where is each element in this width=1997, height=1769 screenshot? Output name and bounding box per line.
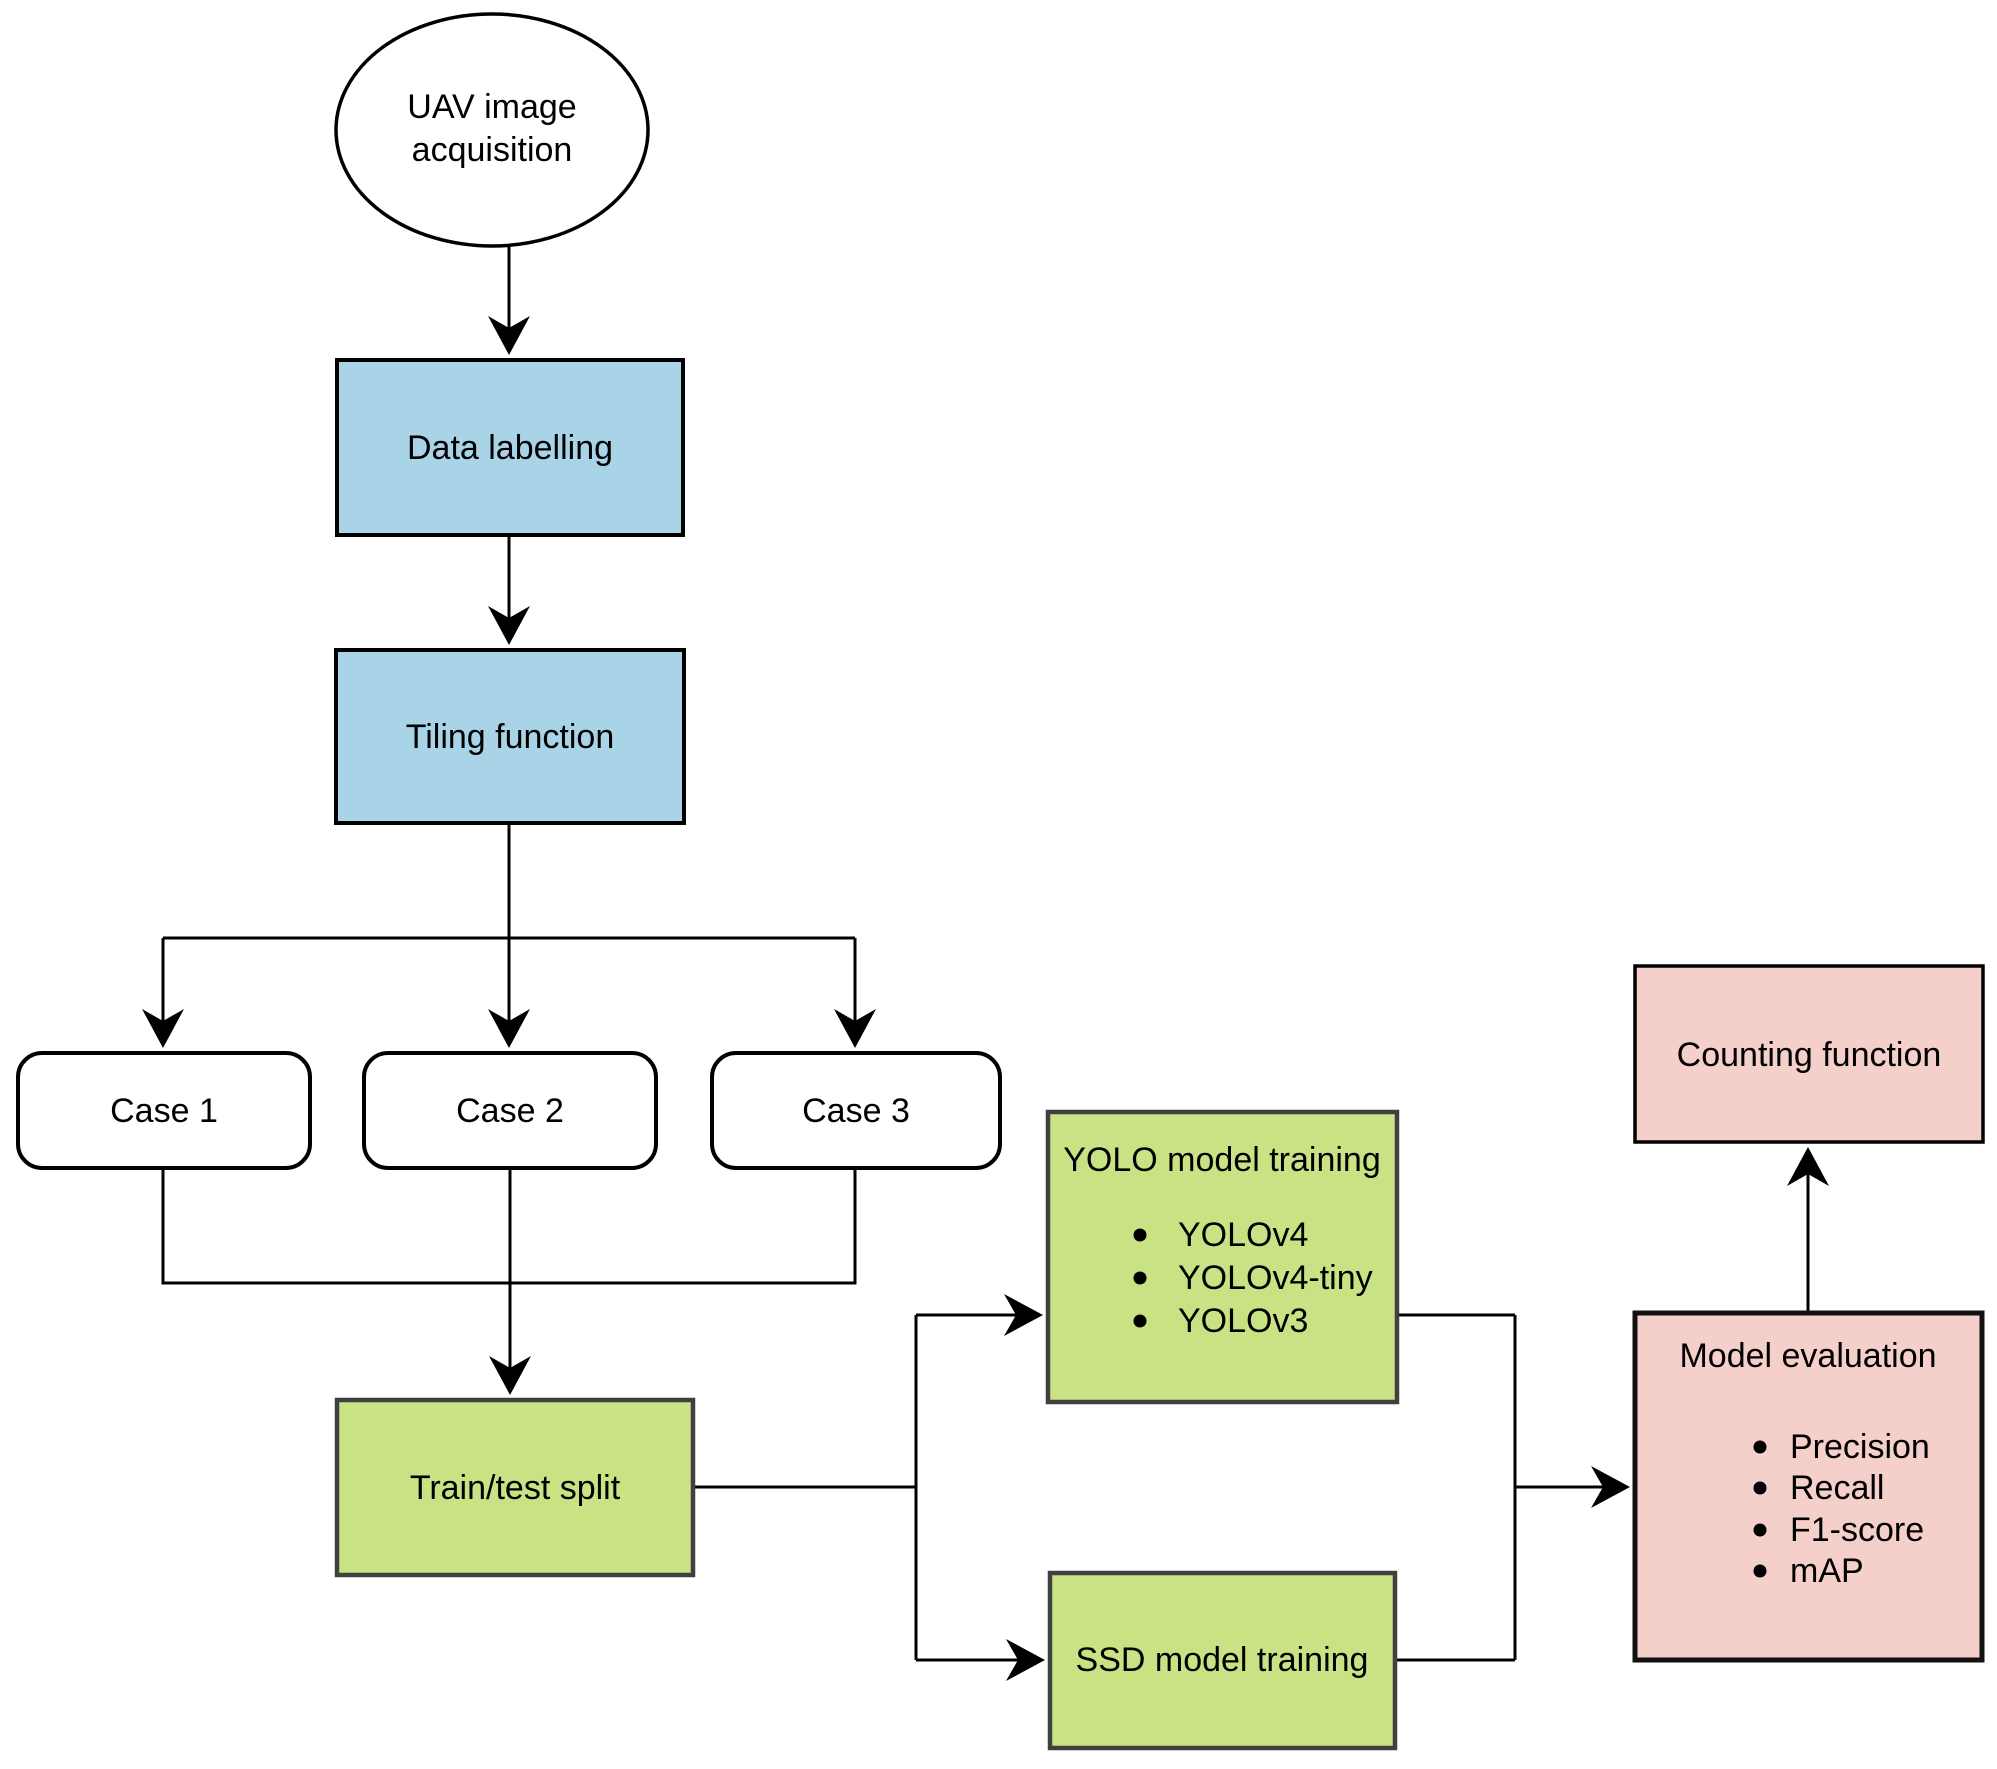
ssd-model-training-box (1047, 1570, 1398, 1751)
counting-function-label: Counting function (1677, 1036, 1942, 1074)
node-counting-function: Counting function (1633, 964, 1985, 1144)
bullet-dot (1133, 1314, 1147, 1328)
node-case-3: Case 3 (710, 1051, 1002, 1170)
eval-item-f1-score: F1-score (1790, 1511, 1924, 1549)
node-data-labelling: Data labelling (335, 358, 685, 537)
bullet-dot (1753, 1564, 1767, 1578)
case-2-box (362, 1051, 658, 1170)
node-model-evaluation: Model evaluation Precision Recall F1-sco… (1632, 1310, 1985, 1663)
eval-item-precision: Precision (1790, 1428, 1930, 1466)
yolo-item-yolov4-tiny: YOLOv4-tiny (1178, 1259, 1373, 1297)
bullet-dot (1133, 1228, 1147, 1242)
eval-item-recall: Recall (1790, 1469, 1884, 1507)
bullet-dot (1753, 1523, 1767, 1537)
counting-function-box (1633, 964, 1985, 1144)
yolo-model-training-title: YOLO model training (1063, 1141, 1381, 1179)
bullet-dot (1753, 1440, 1767, 1454)
node-ssd-model-training: SSD model training (1047, 1570, 1398, 1751)
model-evaluation-title: Model evaluation (1679, 1337, 1936, 1375)
node-uav-image-acquisition: UAV image acquisition (334, 12, 650, 248)
node-case-2: Case 2 (362, 1051, 658, 1170)
connectors (142, 246, 1829, 1681)
node-case-1: Case 1 (16, 1051, 312, 1170)
case-1-label: Case 1 (110, 1092, 218, 1130)
ssd-model-training-label: SSD model training (1076, 1641, 1369, 1679)
yolo-item-yolov4: YOLOv4 (1178, 1216, 1308, 1254)
bullet-dot (1133, 1271, 1147, 1285)
uav-image-acquisition-ellipse (334, 12, 650, 248)
tiling-function-label: Tiling function (406, 718, 615, 756)
case-1-box (16, 1051, 312, 1170)
model-evaluation-box (1632, 1310, 1985, 1663)
node-yolo-model-training: YOLO model training YOLOv4 YOLOv4-tiny Y… (1045, 1109, 1400, 1405)
train-test-split-box (334, 1397, 696, 1578)
data-labelling-box (335, 358, 685, 537)
bullet-dot (1753, 1481, 1767, 1495)
case-3-box (710, 1051, 1002, 1170)
uav-label-line-2: acquisition (412, 131, 573, 169)
uav-label-line-1: UAV image (407, 88, 576, 126)
case-3-label: Case 3 (802, 1092, 910, 1130)
node-tiling-function: Tiling function (334, 648, 686, 825)
node-train-test-split: Train/test split (334, 1397, 696, 1578)
tiling-function-box (334, 648, 686, 825)
train-test-split-label: Train/test split (410, 1469, 621, 1507)
yolo-model-training-box (1045, 1109, 1400, 1405)
data-labelling-label: Data labelling (407, 429, 613, 467)
case-2-label: Case 2 (456, 1092, 564, 1130)
yolo-item-yolov3: YOLOv3 (1178, 1302, 1308, 1340)
eval-item-map: mAP (1790, 1552, 1864, 1590)
